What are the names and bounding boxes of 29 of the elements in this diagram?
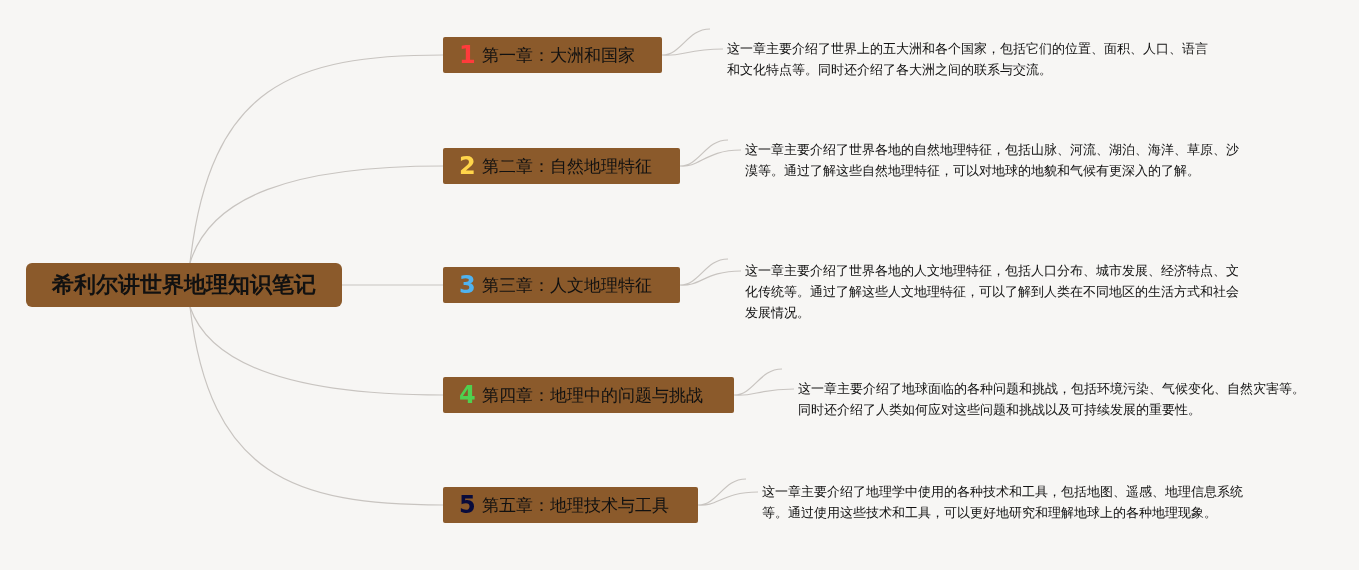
- central-topic-box: 希利尔讲世界地理知识笔记: [26, 263, 342, 307]
- chapter-title: 第三章：人文地理特征: [481, 273, 652, 297]
- chapter-box: [443, 148, 680, 184]
- chapter-title: 第五章：地理技术与工具: [481, 493, 669, 517]
- chapter-number: 1: [459, 41, 476, 69]
- chapter-title: 第二章：自然地理特征: [481, 154, 652, 178]
- description-text: 这一章主要介绍了地球面临的各种问题和挑战，包括环境污染、气候变化、自然灾害等。同时还介绍了人类如何应对这些问题和挑战以及可持续发展的重要性。: [798, 378, 1308, 422]
- connector-line: [679, 258, 742, 286]
- connector-line: [661, 28, 724, 56]
- chapter-number: 2: [459, 152, 476, 180]
- chapter-title: 第四章：地理中的问题与挑战: [481, 383, 703, 407]
- description-text: 这一章主要介绍了世界上的五大洲和各个国家，包括它们的位置、面积、人口、语言和文化特点等。同时还介绍了各大洲之间的联系与交流。: [727, 38, 1212, 82]
- chapter-number: 3: [459, 271, 476, 299]
- description-text: 这一章主要介绍了地理学中使用的各种技术和工具，包括地图、遥感、地理信息系统等。通过使用这些技术和工具，可以更好地研究和理解地球上的各种地理现象。: [762, 481, 1257, 545]
- chapter-title: 第一章：大洲和国家: [481, 43, 635, 67]
- chapter-box: [443, 37, 662, 73]
- connector-line: [679, 139, 742, 167]
- description-text: 这一章主要介绍了世界各地的人文地理特征，包括人口分布、城市发展、经济特点、文化传统等。通过了解这些人文地理特征，可以了解到人类在不同地区的生活方式和社会发展情况。: [745, 260, 1240, 324]
- connector-line: [189, 306, 444, 506]
- connector-line: [189, 306, 444, 396]
- connector-line: [697, 478, 759, 506]
- chapter-box: [443, 377, 734, 413]
- chapter-box: [443, 487, 698, 523]
- connector-line: [733, 368, 795, 396]
- connector-line: [189, 165, 444, 264]
- chapter-number: 4: [459, 381, 476, 409]
- chapter-box: [443, 267, 680, 303]
- description-text: 这一章主要介绍了世界各地的自然地理特征，包括山脉、河流、湖泊、海洋、草原、沙漠等。通过了解这些自然地理特征，可以对地球的地貌和气候有更深入的了解。: [745, 139, 1240, 203]
- chapter-number: 5: [459, 491, 476, 519]
